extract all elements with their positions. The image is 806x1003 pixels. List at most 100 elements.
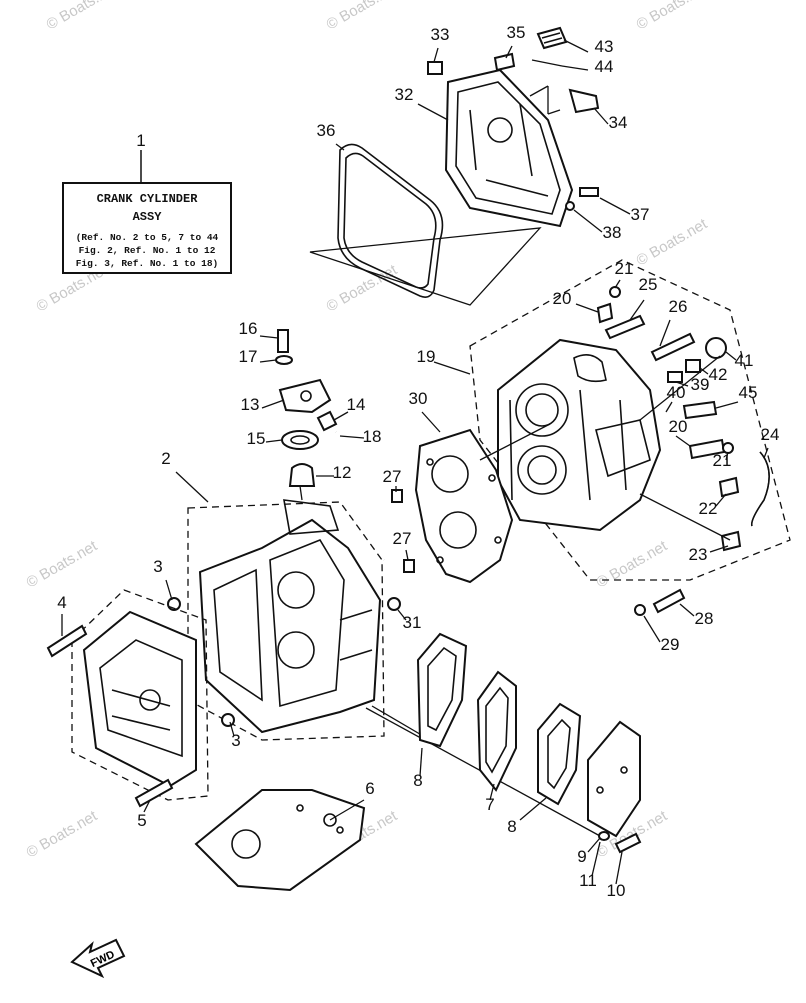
callout-10: 10 <box>607 881 626 900</box>
callout-23: 23 <box>689 545 708 564</box>
washer-17 <box>275 355 293 365</box>
leader-line-43 <box>563 39 589 53</box>
leader-line-32 <box>417 103 449 121</box>
washer-38 <box>565 201 575 211</box>
bolt-5 <box>134 778 174 808</box>
washer-21a <box>609 286 621 298</box>
callout-38: 38 <box>603 223 622 242</box>
exhaust-cover-group <box>365 632 642 854</box>
leader-line-36 <box>335 143 345 151</box>
callout-34: 34 <box>609 113 628 132</box>
leader-line-27 <box>405 549 409 561</box>
callout-8: 8 <box>413 771 422 790</box>
watermark-text: © Boats.net <box>324 0 401 33</box>
leader-line-23 <box>709 545 729 553</box>
callout-45: 45 <box>739 383 758 402</box>
callout-40: 40 <box>667 383 686 402</box>
callout-9: 9 <box>577 847 586 866</box>
callout-39: 39 <box>691 375 710 394</box>
plug-42 <box>685 359 701 373</box>
thermo-switch-45 <box>682 400 718 420</box>
callout-27: 27 <box>393 529 412 548</box>
callout-5: 5 <box>137 811 146 830</box>
joint-14 <box>316 410 338 432</box>
washer-11 <box>598 831 610 841</box>
callout-2: 2 <box>161 449 170 468</box>
cylinder-head-group <box>469 259 791 616</box>
callout-29: 29 <box>661 635 680 654</box>
bolt-16 <box>277 329 289 353</box>
leader-line-44 <box>561 65 589 71</box>
callout-28: 28 <box>695 609 714 628</box>
watermark-text: © Boats.net <box>594 537 671 591</box>
callout-8: 8 <box>507 817 516 836</box>
leader-line-37 <box>599 197 631 215</box>
outer-cover-9 <box>587 720 641 838</box>
callout-27: 27 <box>383 467 402 486</box>
leader-line-24 <box>763 447 769 459</box>
leader-line-7 <box>489 783 495 801</box>
leader-line-10 <box>615 851 623 885</box>
callout-43: 43 <box>595 37 614 56</box>
callout-30: 30 <box>409 389 428 408</box>
leader-line-33 <box>433 47 439 63</box>
leader-line-42 <box>699 367 709 375</box>
leader-lines <box>61 39 769 885</box>
info-box-ref-2: Fig. 2, Ref. No. 1 to 12 <box>79 245 216 256</box>
callout-21: 21 <box>713 451 732 470</box>
plug-31 <box>387 597 401 611</box>
leader-line-31 <box>397 609 407 621</box>
washer-29 <box>634 604 646 616</box>
leader-line-16 <box>259 335 279 339</box>
bolt-10 <box>614 832 642 854</box>
cover-gasket-36 <box>337 143 444 298</box>
leader-line-22 <box>715 493 727 507</box>
callout-26: 26 <box>669 297 688 316</box>
callout-13: 13 <box>241 395 260 414</box>
info-box-ref-3: Fig. 3, Ref. No. 1 to 18) <box>76 258 219 269</box>
callout-31: 31 <box>403 613 422 632</box>
leader-line-19 <box>433 361 471 375</box>
spacer-39 <box>667 371 683 383</box>
watermark-text: © Boats.net <box>24 537 101 591</box>
thermostat-cover-13 <box>278 378 332 414</box>
bolt-33 <box>427 61 443 75</box>
bolt-25 <box>604 314 646 340</box>
leader-line-6 <box>329 799 365 821</box>
fitting-22 <box>718 476 740 498</box>
dowel-27b <box>403 559 415 573</box>
callout-6: 6 <box>365 779 374 798</box>
leader-line-35 <box>505 45 513 59</box>
callout-3: 3 <box>231 731 240 750</box>
callout-25: 25 <box>639 275 658 294</box>
leader-line-20 <box>675 435 691 447</box>
leader-line-17 <box>259 359 277 363</box>
leader-line-21 <box>725 451 729 461</box>
dowel-27a <box>391 489 403 503</box>
leader-line-38 <box>573 209 603 233</box>
plug-35 <box>493 52 516 72</box>
watermark-text: © Boats.net <box>634 0 711 33</box>
callout-4: 4 <box>57 593 66 612</box>
leader-line-9 <box>587 837 601 853</box>
bolt-26 <box>650 332 696 362</box>
leader-line-25 <box>629 299 645 321</box>
callout-14: 14 <box>347 395 366 414</box>
crankcase-half-group <box>46 589 209 808</box>
callout-21: 21 <box>615 259 634 278</box>
sender-41 <box>705 337 727 359</box>
fwd-arrow: FWD <box>70 938 126 979</box>
exhaust-cover-7 <box>476 670 517 792</box>
leader-line-11 <box>591 841 601 877</box>
leader-line-39 <box>675 381 689 387</box>
fitting-23 <box>720 530 742 552</box>
callout-11: 11 <box>579 871 597 890</box>
callout-42: 42 <box>709 365 728 384</box>
dowel-3b <box>221 713 235 727</box>
leader-line-3 <box>165 579 173 601</box>
thermostat-group <box>275 329 388 562</box>
head-gasket-30 <box>414 428 514 584</box>
callout-16: 16 <box>239 319 258 338</box>
leader-line-45 <box>715 401 739 409</box>
leader-line-30 <box>421 411 441 433</box>
